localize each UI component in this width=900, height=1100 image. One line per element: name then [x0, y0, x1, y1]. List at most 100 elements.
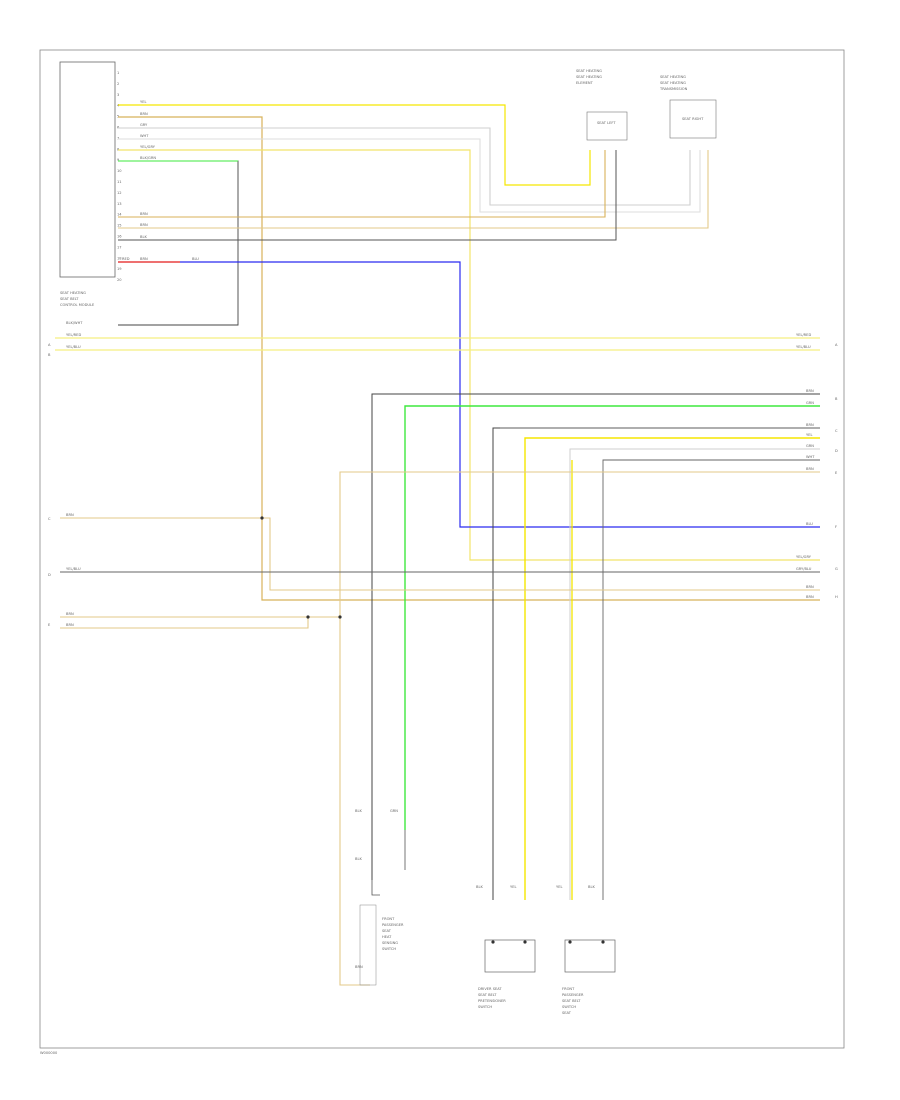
left-connector-letters: A B C D E: [48, 343, 51, 627]
svg-text:DRIVER SEAT: DRIVER SEAT: [478, 987, 502, 991]
module-pin-label: 10: [117, 169, 122, 173]
wire-yel-2: [118, 149, 820, 561]
label-brn-r5: BRN: [806, 595, 814, 599]
svg-text:PASSENGER: PASSENGER: [562, 993, 584, 997]
wire-grn-a: [404, 405, 820, 830]
wire-blk-a: [371, 393, 820, 880]
wire-wht-1: [118, 138, 701, 213]
label-yel-red-r: YEL/RED: [796, 333, 811, 337]
control-module-box: [59, 61, 116, 278]
seat-heat-left-title-3: ELEMENT: [576, 81, 594, 85]
label-brn3: BRN: [140, 223, 148, 227]
label-blk-b: BLK: [355, 857, 362, 861]
label-blu-r: BLU: [806, 522, 813, 526]
label-brn4: BRN: [140, 257, 148, 261]
label-yel-grn-r: YEL/GRY: [796, 555, 812, 559]
wire-gry-1: [118, 127, 691, 206]
seat-heat-left-title-1: SEAT HEATING: [576, 69, 602, 73]
wire-gry-c: [569, 448, 820, 900]
label-grn-r2: GRN: [806, 444, 814, 448]
sensor-right-label: FRONT PASSENGER SEAT BELT SWITCH SEAT: [562, 987, 584, 1015]
svg-text:B: B: [835, 397, 838, 401]
label-gry: GRY: [140, 123, 148, 127]
page-ref: W000000: [40, 1051, 58, 1055]
control-module-label-1: SEAT HEATING: [60, 291, 86, 295]
svg-text:A: A: [835, 343, 838, 347]
label-brn-l3: BRN: [66, 623, 74, 627]
label-grn-r: GRN: [806, 401, 814, 405]
label-yel: YEL: [140, 100, 146, 104]
label-brn-b: BRN: [355, 965, 363, 969]
label-brn-r1: BRN: [806, 389, 814, 393]
module-pin-label: 19: [117, 267, 122, 271]
label-yel-grn: YEL/GRY: [140, 145, 156, 149]
label-yel-red-l: YEL/RED: [66, 333, 81, 337]
wire-blk-grn: [118, 160, 239, 326]
wire-brn-1: [118, 116, 820, 601]
svg-text:C: C: [835, 429, 838, 433]
wire-blk-d: [602, 459, 820, 900]
seat-heat-left-unit: SEAT LEFT: [597, 121, 616, 125]
module-pin-label: 9: [117, 158, 120, 162]
label-brn-r4: BRN: [806, 585, 814, 589]
svg-text:SEAT: SEAT: [382, 929, 392, 933]
control-module-label-3: CONTROL MODULE: [60, 303, 95, 307]
label-brn-l: BRN: [66, 513, 74, 517]
wire-brn-left-3: [60, 617, 309, 629]
module-pin-label: 20: [117, 278, 122, 282]
svg-text:SWITCH: SWITCH: [382, 947, 396, 951]
svg-text:H: H: [835, 595, 838, 599]
module-pin-label: 4: [117, 104, 120, 108]
switch-left-label: FRONT PASSENGER SEAT HEAT SENSING SWITCH: [382, 917, 404, 951]
label-yel-r: YEL: [806, 433, 812, 437]
svg-text:SEAT BELT: SEAT BELT: [562, 999, 581, 1003]
label-blk-d: BLK: [588, 885, 595, 889]
svg-text:SENSING: SENSING: [382, 941, 398, 945]
svg-text:B: B: [48, 353, 51, 357]
module-pin-label: 14: [117, 213, 122, 217]
seat-heat-right-box: [669, 99, 717, 139]
module-pin-label: 1: [117, 71, 119, 75]
label-yel-blu-r: YEL/BLU: [796, 345, 811, 349]
module-pin-label: 3: [117, 93, 119, 97]
svg-text:FRONT: FRONT: [382, 917, 395, 921]
svg-text:G: G: [835, 567, 838, 571]
seat-heat-right-unit: SEAT RIGHT: [682, 117, 704, 121]
label-blk: BLK: [140, 235, 147, 239]
label-gry-blu-r: GRY/BLU: [796, 567, 812, 571]
wire-brn-left-1: [60, 517, 820, 591]
svg-text:PASSENGER: PASSENGER: [382, 923, 404, 927]
label-wht: WHT: [140, 134, 149, 138]
svg-text:D: D: [48, 573, 51, 577]
label-brn-r3: BRN: [806, 467, 814, 471]
module-pin-label: 17: [117, 245, 122, 249]
label-blk-wht: BLK/WHT: [66, 321, 83, 325]
module-pin-label: 15: [117, 224, 122, 228]
label-brn: BRN: [140, 112, 148, 116]
svg-text:A: A: [48, 343, 51, 347]
label-blk-c: BLK: [476, 885, 483, 889]
svg-text:E: E: [835, 471, 838, 475]
label-yel-c: YEL: [510, 885, 516, 889]
seat-heat-left-box: [586, 111, 628, 141]
junction-dots: [260, 516, 605, 944]
label-yel-d: YEL: [556, 885, 562, 889]
module-pin-label: 18: [117, 256, 122, 260]
sensor-bottom-box: [484, 939, 536, 973]
label-brn2: BRN: [140, 212, 148, 216]
label-brn-l2: BRN: [66, 612, 74, 616]
wire-brn-2: [118, 150, 606, 218]
wire-tan-e: [339, 471, 820, 986]
module-pin-label: 16: [117, 235, 122, 239]
right-connector-letters: A B C D E F G H: [835, 343, 838, 599]
label-brn-r2: BRN: [806, 423, 814, 427]
seat-heat-left-title-2: SEAT HEATING: [576, 75, 602, 79]
switch-left-body: [359, 904, 377, 986]
seat-heat-right-title-3: TRANSMISSION: [659, 87, 688, 91]
module-pin-label: 8: [117, 147, 120, 151]
wire-yel-1: [118, 104, 591, 186]
svg-text:SEAT BELT: SEAT BELT: [478, 993, 497, 997]
sensor-right-box: [564, 939, 616, 973]
svg-text:SWITCH: SWITCH: [478, 1005, 492, 1009]
module-pin-label: 11: [117, 180, 122, 184]
